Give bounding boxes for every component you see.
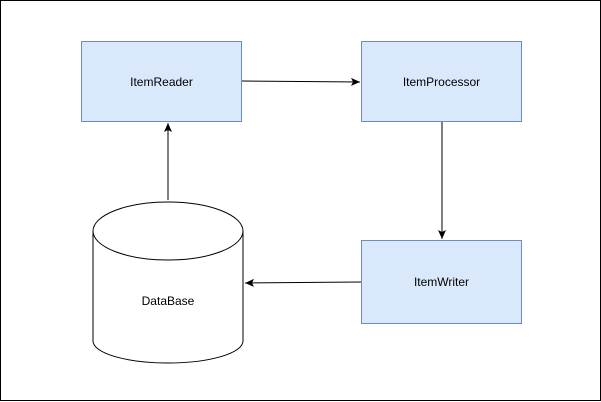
database-label: DataBase xyxy=(141,294,195,308)
item-processor-label: ItemProcessor xyxy=(402,74,481,89)
item-reader-node[interactable]: ItemReader xyxy=(81,41,242,122)
item-writer-label: ItemWriter xyxy=(413,275,470,289)
item-reader-label: ItemReader xyxy=(130,74,193,89)
database-cylinder[interactable] xyxy=(92,201,244,364)
item-writer-node[interactable]: ItemWriter xyxy=(361,240,522,324)
edge-writer-to-database xyxy=(244,278,362,287)
edge-reader-to-processor xyxy=(241,77,361,86)
item-processor-node[interactable]: ItemProcessor xyxy=(361,41,522,122)
